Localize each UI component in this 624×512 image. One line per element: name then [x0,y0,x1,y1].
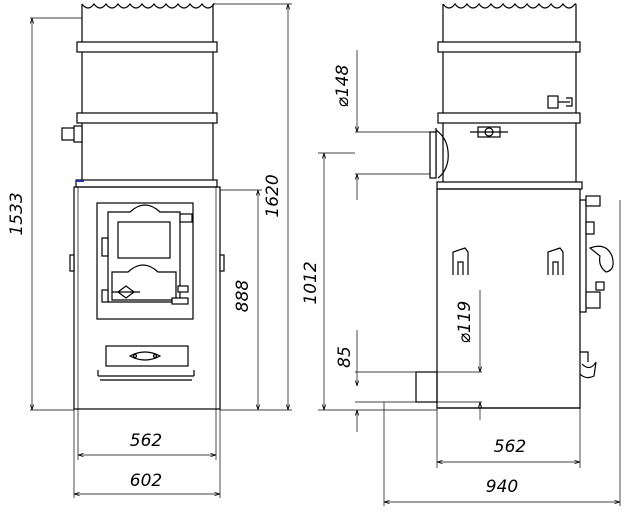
dim-label-85: 85 [335,346,355,368]
dim-label-1533: 1533 [7,192,27,235]
side-vent-slot-right [547,247,564,275]
dimension-lines [30,3,621,506]
side-view [355,3,614,409]
side-foot-detail [579,351,597,379]
dim-label-1620: 1620 [263,174,283,217]
side-chimney-ring-mid [437,112,581,124]
front-firebox-window [117,221,171,259]
side-door-handle [588,245,614,273]
front-chimney-crown [81,3,216,9]
front-chimney-ring-top [76,41,218,53]
side-damper-handle [547,95,559,109]
front-firebox-door [107,204,181,303]
side-vent-slot-left [452,247,469,275]
front-view [61,3,225,410]
dim-label-602: 602 [130,471,162,491]
front-ash-drawer [105,345,189,367]
dimension-labels: 1533 1620 888 562 602 ⌀148 1012 85 ⌀119 … [7,64,526,497]
front-ash-door [111,264,177,301]
front-door-frame [96,202,194,320]
side-stove-body [436,188,581,409]
dim-label-888: 888 [233,280,253,313]
dim-label-562-side: 562 [494,437,526,457]
side-bottom-pipe [415,371,438,403]
side-door-hinge [579,199,587,313]
dim-label-562-front: 562 [130,431,162,451]
side-chimney-crown [442,3,576,9]
dim-label-940: 940 [486,477,518,497]
front-chimney-collar [75,179,218,188]
side-chimney-ring-top [437,41,581,53]
dim-label-dia-119: ⌀119 [455,301,475,344]
dim-label-1012: 1012 [301,261,321,304]
dim-label-dia-148: ⌀148 [333,64,353,107]
front-chimney-ring-mid [76,112,218,124]
